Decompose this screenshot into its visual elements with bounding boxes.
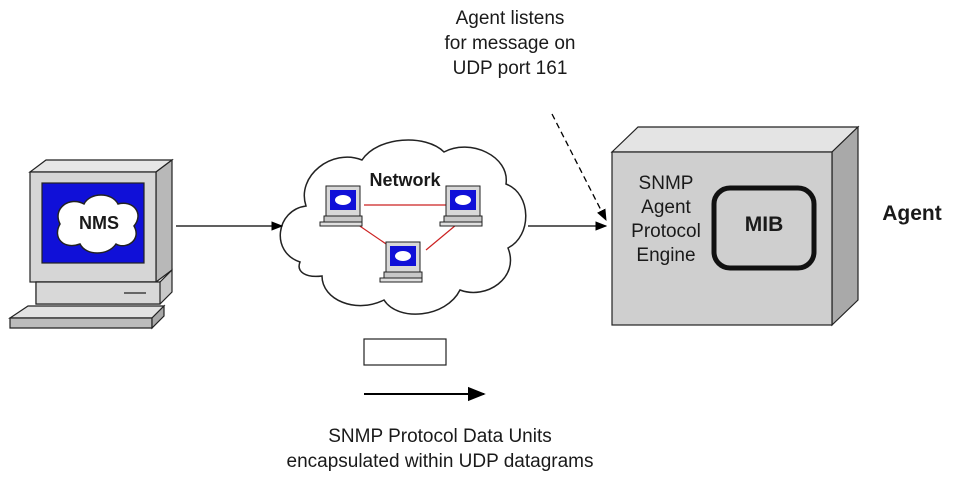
listen-note-line: for message on <box>444 33 576 54</box>
listen-note: Agent listens for message on UDP port 16… <box>410 6 610 81</box>
mib-box <box>711 185 817 271</box>
agent-label: Agent <box>882 202 942 225</box>
listen-note-line: Agent listens <box>455 8 565 29</box>
network-label: Network <box>369 170 441 190</box>
network-computer-icon <box>379 241 423 283</box>
network-computer-icon <box>319 185 363 227</box>
engine-line: SNMP <box>638 173 694 194</box>
pdu-packet-box <box>363 338 447 366</box>
nms-cloud-shape <box>56 194 139 254</box>
engine-line: Protocol <box>631 221 701 242</box>
network-cloud-shape <box>279 139 527 315</box>
mib-label: MIB <box>744 213 784 236</box>
pdu-caption: SNMP Protocol Data Units encapsulated wi… <box>240 424 640 474</box>
agent-engine-label: SNMP Agent Protocol Engine <box>616 172 716 268</box>
arrow-listen-note <box>551 113 607 222</box>
pdu-caption-line: SNMP Protocol Data Units <box>328 426 552 447</box>
network-computer-icon <box>439 185 483 227</box>
listen-note-line: UDP port 161 <box>452 58 568 79</box>
pdu-caption-line: encapsulated within UDP datagrams <box>286 451 594 472</box>
nms-label: NMS <box>79 213 119 233</box>
engine-line: Agent <box>641 197 691 218</box>
engine-line: Engine <box>636 245 696 266</box>
